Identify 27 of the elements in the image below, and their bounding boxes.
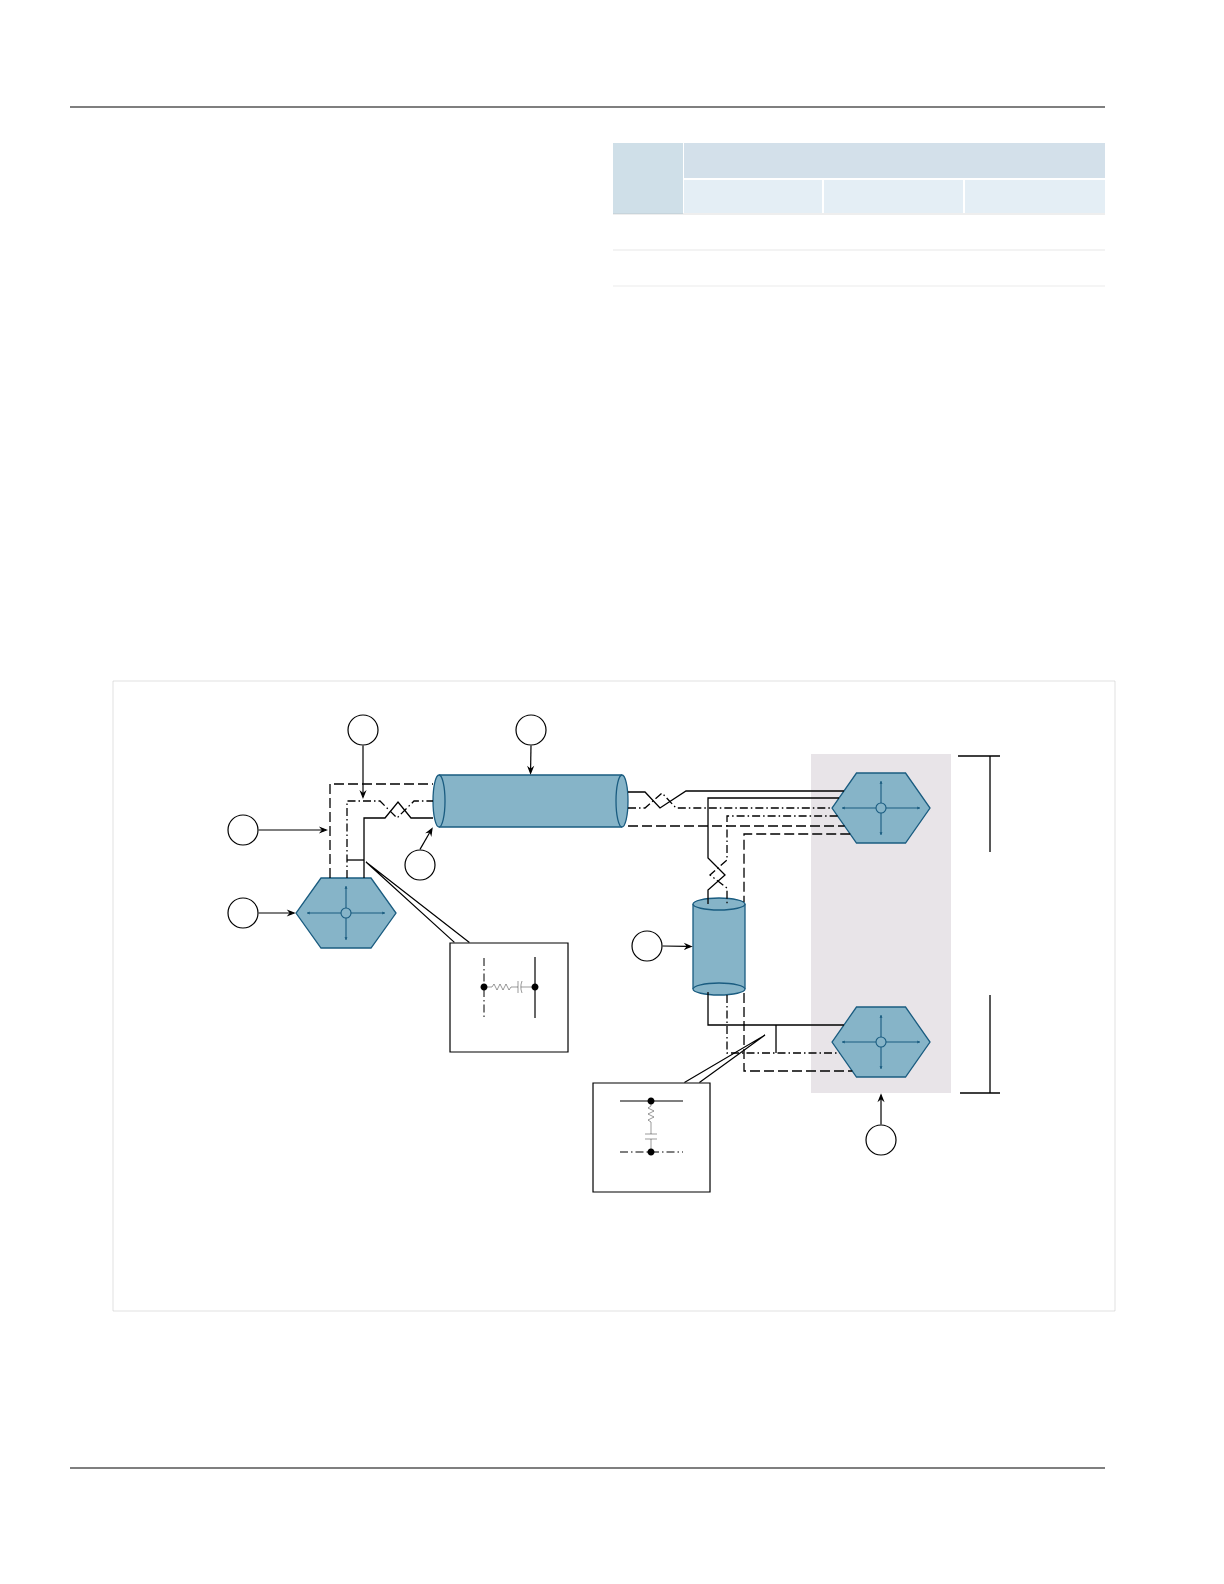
cable-line <box>363 800 434 879</box>
cable-line <box>627 790 845 809</box>
cable-line <box>743 992 853 1072</box>
valve-hexagon <box>295 877 397 949</box>
inset-box <box>449 942 569 1053</box>
valve-hexagon <box>831 772 931 844</box>
callout-circle <box>515 714 547 746</box>
cable-line <box>346 800 434 879</box>
leader-line <box>365 861 470 943</box>
cable-line <box>329 783 434 879</box>
cable-line <box>627 825 846 827</box>
leader-line <box>683 1034 766 1083</box>
callout-circle <box>347 714 379 746</box>
inset-box <box>592 1082 711 1193</box>
cable-line <box>627 792 833 809</box>
callout-circle <box>865 1124 897 1156</box>
cable-line <box>743 833 851 903</box>
callout-circle <box>227 897 259 929</box>
cable-line <box>707 991 845 1026</box>
cable-line <box>707 797 840 905</box>
callout-circle <box>227 814 259 846</box>
callout-circle <box>631 930 663 962</box>
cylinder <box>692 897 746 996</box>
callout-circle <box>404 849 436 881</box>
cable-line <box>709 815 839 905</box>
valve-hexagon <box>831 1006 931 1078</box>
cylinder <box>432 774 629 828</box>
